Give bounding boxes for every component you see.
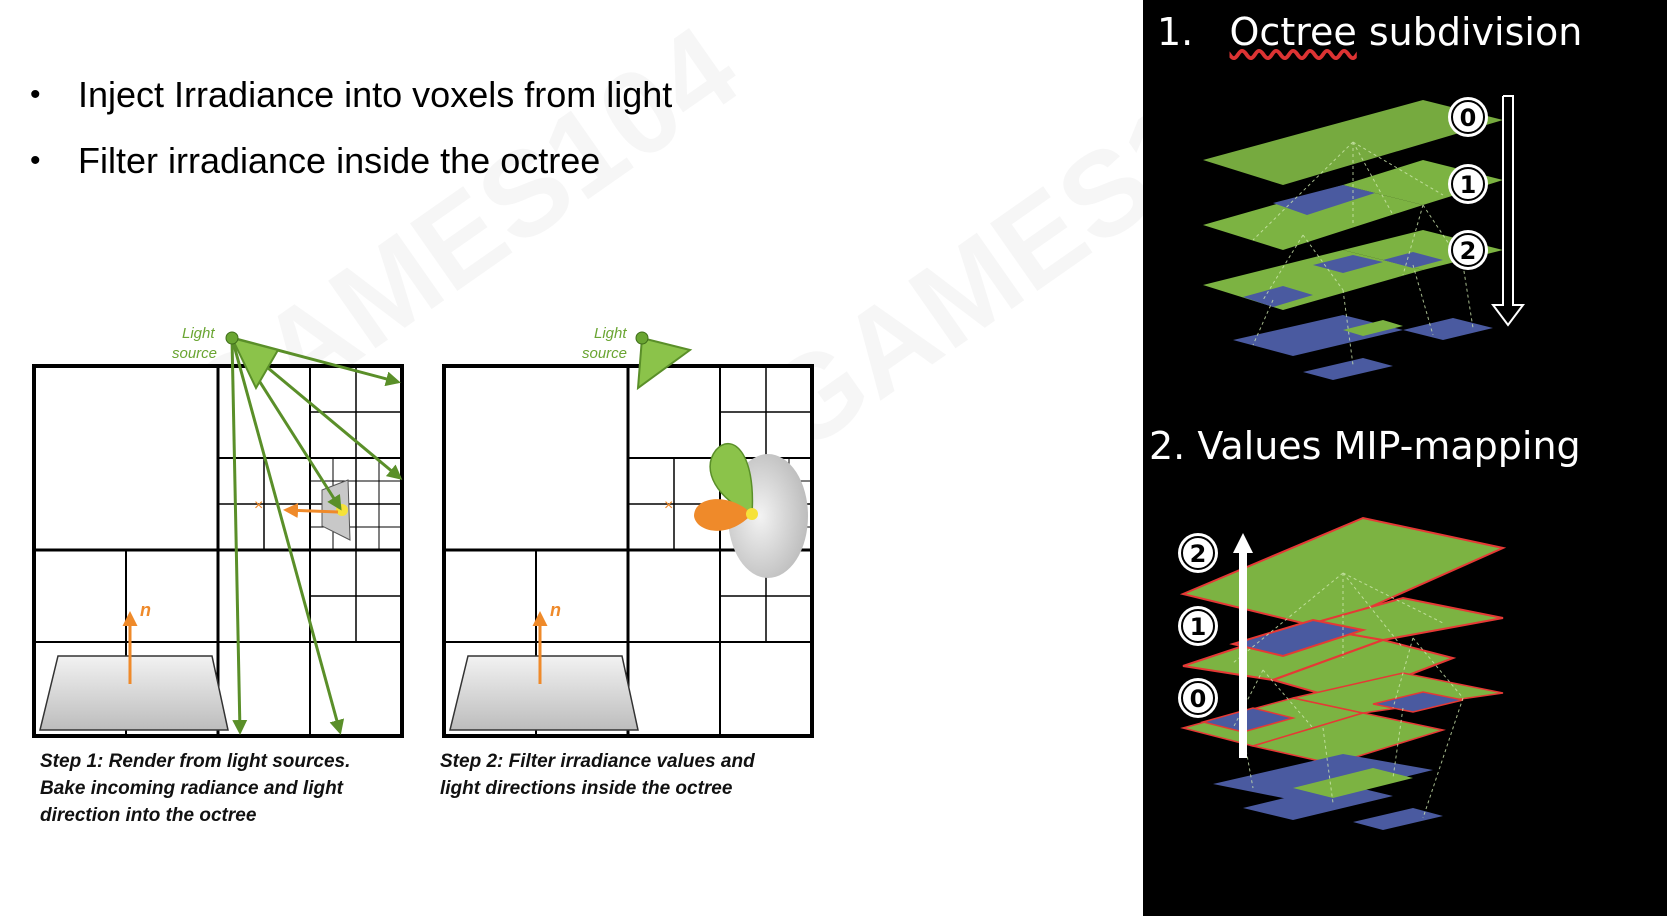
- down-arrow-icon: [1491, 95, 1525, 327]
- source-label: source: [582, 345, 627, 362]
- mip-levels-svg: 2 1 0: [1178, 516, 1507, 830]
- x-mark: ×: [664, 497, 673, 514]
- green-lobe: [709, 443, 754, 516]
- caption-line: Bake incoming radiance and light: [40, 778, 344, 799]
- orange-arrow: [283, 502, 339, 518]
- octree-levels-svg: 0 1 2: [1203, 95, 1525, 380]
- light-hit: [746, 508, 758, 520]
- step2-svg: n × Light source: [442, 325, 814, 738]
- level-number: 2: [1460, 237, 1477, 265]
- up-arrow-icon: [1233, 533, 1253, 758]
- normal-label: n: [550, 600, 561, 620]
- caption-line: Step 1: Render from light sources.: [40, 751, 351, 772]
- level-number: 2: [1190, 540, 1207, 568]
- mip-mapping-panel: 2. Values MIP-mapping: [1143, 408, 1667, 916]
- light-source-icon: [225, 331, 239, 345]
- tree-links: [1252, 141, 1474, 366]
- step1-diagram: n × Light source: [28, 320, 418, 750]
- bullet-item: • Inject Irradiance into voxels from lig…: [30, 62, 672, 128]
- level-circle: [1448, 97, 1488, 137]
- panel-title: 1. Octree subdivision: [1157, 10, 1582, 54]
- x-mark: ×: [254, 497, 263, 514]
- level-number: 1: [1190, 613, 1207, 641]
- light-label: Light: [594, 325, 627, 342]
- title-word: Octree: [1229, 10, 1357, 54]
- step2-diagram: n × Light source: [438, 320, 828, 750]
- octree-subdivision-panel: 1. Octree subdivision: [1143, 0, 1667, 408]
- step2-caption: Step 2: Filter irradiance values and lig…: [440, 748, 810, 802]
- bullet-text: Filter irradiance inside the octree: [78, 140, 601, 181]
- level-number: 0: [1190, 685, 1207, 713]
- mip-level-markers: 2 1 0: [1178, 533, 1218, 718]
- panel-title: 2. Values MIP-mapping: [1149, 424, 1581, 468]
- light-source-icon: [635, 331, 649, 345]
- level-markers: 0 1 2: [1448, 97, 1488, 270]
- step1-caption: Step 1: Render from light sources. Bake …: [40, 748, 410, 829]
- mip-level-0-plane: [1180, 672, 1504, 765]
- floor-object: [39, 655, 229, 731]
- orange-lobe: [694, 499, 752, 531]
- title-number: 1.: [1157, 10, 1194, 54]
- level-number: 1: [1460, 171, 1477, 199]
- caption-line: Step 2: Filter irradiance values and: [440, 751, 755, 772]
- step1-svg: n × Light source: [32, 325, 404, 738]
- floor-object: [449, 655, 639, 731]
- title-word: subdivision: [1368, 10, 1583, 54]
- bullet-list: • Inject Irradiance into voxels from lig…: [30, 62, 672, 194]
- tree-links: [1232, 572, 1464, 819]
- normal-label: n: [140, 600, 151, 620]
- bullet-item: • Filter irradiance inside the octree: [30, 128, 672, 194]
- mip-level-1-plane: [1182, 596, 1504, 702]
- bullet-marker: •: [30, 144, 41, 177]
- bullet-text: Inject Irradiance into voxels from light: [78, 74, 673, 115]
- level-circle: [1448, 230, 1488, 270]
- level-number: 0: [1460, 104, 1477, 132]
- mip-leaf-plane: [1213, 754, 1443, 830]
- light-cone: [230, 336, 280, 391]
- caption-line: light directions inside the octree: [440, 778, 733, 799]
- light-cone: [636, 336, 693, 391]
- light-label: Light: [182, 325, 215, 342]
- source-label: source: [172, 345, 217, 362]
- bullet-marker: •: [30, 78, 41, 111]
- leaf-plane: [1233, 315, 1493, 380]
- level-circle: [1448, 164, 1488, 204]
- caption-line: direction into the octree: [40, 805, 257, 826]
